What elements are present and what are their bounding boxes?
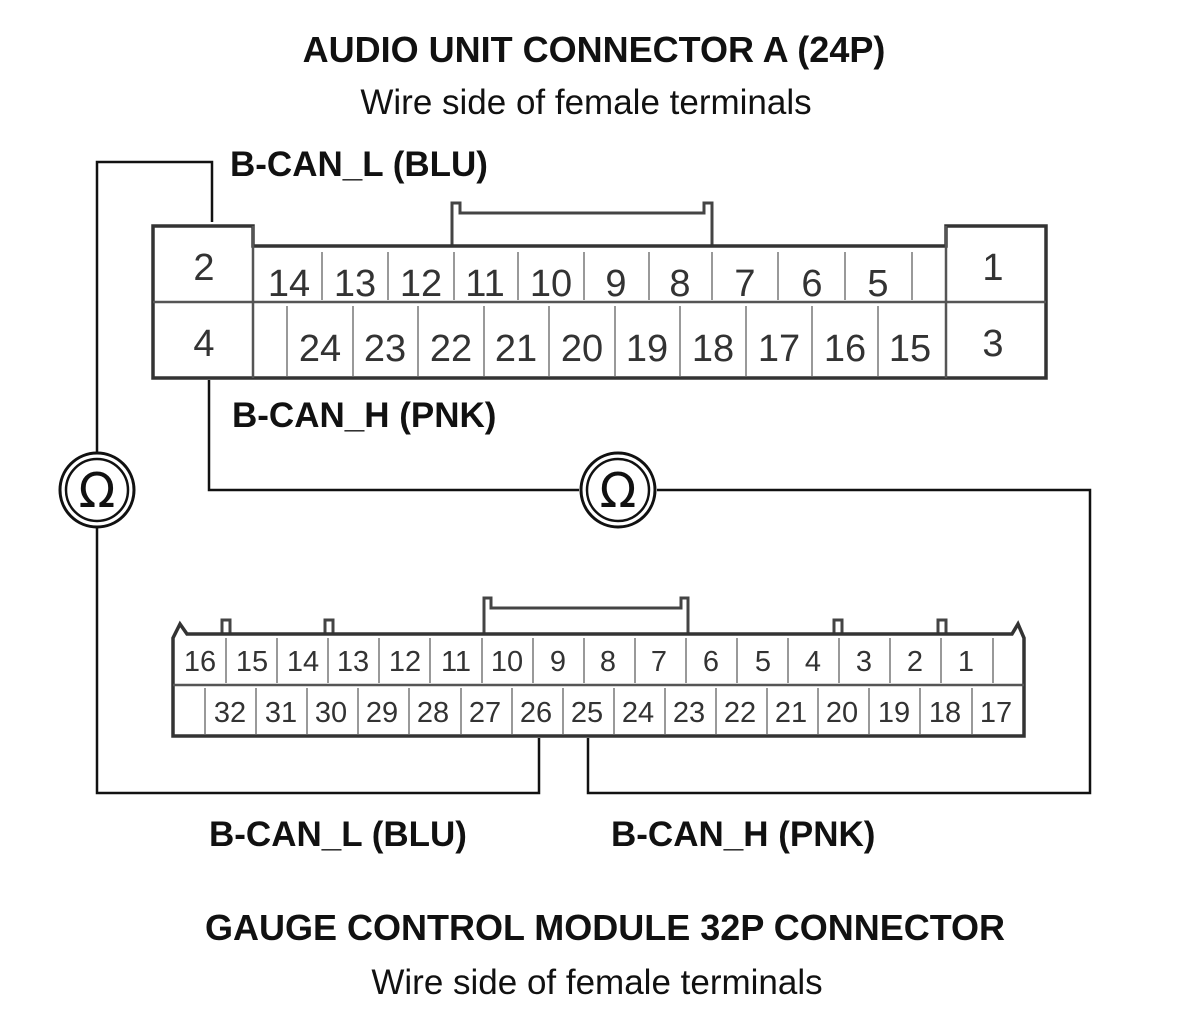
gauge-pin-9: 9 bbox=[550, 646, 566, 678]
audio-connector-latch bbox=[450, 201, 714, 246]
gauge-pin-7: 7 bbox=[651, 646, 667, 678]
audio-pin-8: 8 bbox=[669, 263, 690, 305]
audio-pin-23: 23 bbox=[364, 328, 406, 370]
gauge-pin-1: 1 bbox=[958, 646, 974, 678]
wire-b-can-l-lower bbox=[95, 528, 541, 795]
audio-b-can-h-label: B-CAN_H (PNK) bbox=[232, 396, 496, 435]
audio-pin-18: 18 bbox=[692, 328, 734, 370]
audio-connector: 2 4 1 3 14 13 12 11 10 9 8 7 6 5 24 23 2… bbox=[151, 201, 1048, 380]
gauge-pin-29: 29 bbox=[366, 697, 398, 729]
gauge-pin-5: 5 bbox=[755, 646, 771, 678]
audio-pin-3: 3 bbox=[982, 323, 1003, 365]
ohmmeter-left: Ω bbox=[58, 451, 136, 529]
gauge-connector: 16 15 14 13 12 11 10 9 8 7 6 5 4 3 2 1 3… bbox=[171, 596, 1026, 738]
audio-pin-24: 24 bbox=[299, 328, 341, 370]
audio-pin-11: 11 bbox=[465, 263, 504, 305]
gauge-pin-24: 24 bbox=[622, 697, 654, 729]
audio-pin-7: 7 bbox=[734, 263, 755, 305]
ohmmeter-right: Ω bbox=[579, 451, 657, 529]
gauge-pin-16: 16 bbox=[184, 646, 216, 678]
audio-connector-subtitle: Wire side of female terminals bbox=[360, 83, 811, 122]
gauge-pin-25: 25 bbox=[571, 697, 603, 729]
gauge-connector-latch bbox=[482, 596, 690, 634]
gauge-pin-2: 2 bbox=[907, 646, 923, 678]
gauge-pin-18: 18 bbox=[929, 697, 961, 729]
audio-pin-19: 19 bbox=[626, 328, 668, 370]
gauge-pin-17: 17 bbox=[980, 697, 1012, 729]
gauge-pin-32: 32 bbox=[214, 697, 246, 729]
audio-pin-15: 15 bbox=[889, 328, 931, 370]
gauge-pin-27: 27 bbox=[469, 697, 501, 729]
audio-pin-5: 5 bbox=[867, 263, 888, 305]
gauge-pin-22: 22 bbox=[724, 697, 756, 729]
ohm-icon: Ω bbox=[79, 463, 116, 519]
audio-pin-21: 21 bbox=[495, 328, 537, 370]
gauge-pin-3: 3 bbox=[856, 646, 872, 678]
gauge-connector-subtitle: Wire side of female terminals bbox=[371, 963, 822, 1002]
audio-pin-14: 14 bbox=[268, 263, 310, 305]
gauge-connector-body bbox=[171, 620, 1026, 738]
gauge-pin-15: 15 bbox=[236, 646, 268, 678]
gauge-pin-10: 10 bbox=[491, 646, 523, 678]
gauge-pin-23: 23 bbox=[673, 697, 705, 729]
gauge-pin-8: 8 bbox=[600, 646, 616, 678]
wire-b-can-h-right bbox=[586, 488, 1092, 795]
audio-pin-20: 20 bbox=[561, 328, 603, 370]
gauge-pin-13: 13 bbox=[337, 646, 369, 678]
gauge-pin-28: 28 bbox=[417, 697, 449, 729]
audio-pin-22: 22 bbox=[430, 328, 472, 370]
audio-pin-2: 2 bbox=[193, 247, 214, 289]
gauge-pin-19: 19 bbox=[878, 697, 910, 729]
gauge-pin-12: 12 bbox=[389, 646, 421, 678]
audio-pin-9: 9 bbox=[605, 263, 626, 305]
gauge-pin-14: 14 bbox=[287, 646, 319, 678]
gauge-pin-21: 21 bbox=[775, 697, 807, 729]
audio-pin-13: 13 bbox=[334, 263, 376, 305]
wire-b-can-h bbox=[207, 380, 579, 492]
audio-pin-17: 17 bbox=[758, 328, 800, 370]
audio-pin-4: 4 bbox=[193, 323, 214, 365]
audio-b-can-l-label: B-CAN_L (BLU) bbox=[230, 145, 488, 184]
audio-pin-10: 10 bbox=[530, 263, 572, 305]
gauge-pin-4: 4 bbox=[805, 646, 821, 678]
audio-pin-12: 12 bbox=[400, 263, 442, 305]
wire-b-can-l bbox=[95, 160, 214, 452]
gauge-b-can-l-label: B-CAN_L (BLU) bbox=[209, 815, 467, 854]
ohm-icon: Ω bbox=[600, 463, 637, 519]
gauge-connector-title: GAUGE CONTROL MODULE 32P CONNECTOR bbox=[205, 907, 1005, 948]
gauge-pin-30: 30 bbox=[315, 697, 347, 729]
gauge-pin-6: 6 bbox=[703, 646, 719, 678]
gauge-pin-20: 20 bbox=[826, 697, 858, 729]
gauge-pin-26: 26 bbox=[520, 697, 552, 729]
audio-pin-16: 16 bbox=[824, 328, 866, 370]
gauge-b-can-h-label: B-CAN_H (PNK) bbox=[611, 815, 875, 854]
audio-pin-6: 6 bbox=[801, 263, 822, 305]
audio-pin-1: 1 bbox=[982, 247, 1003, 289]
gauge-pin-31: 31 bbox=[265, 697, 297, 729]
gauge-pin-11: 11 bbox=[441, 646, 471, 678]
audio-connector-title: AUDIO UNIT CONNECTOR A (24P) bbox=[303, 29, 886, 70]
